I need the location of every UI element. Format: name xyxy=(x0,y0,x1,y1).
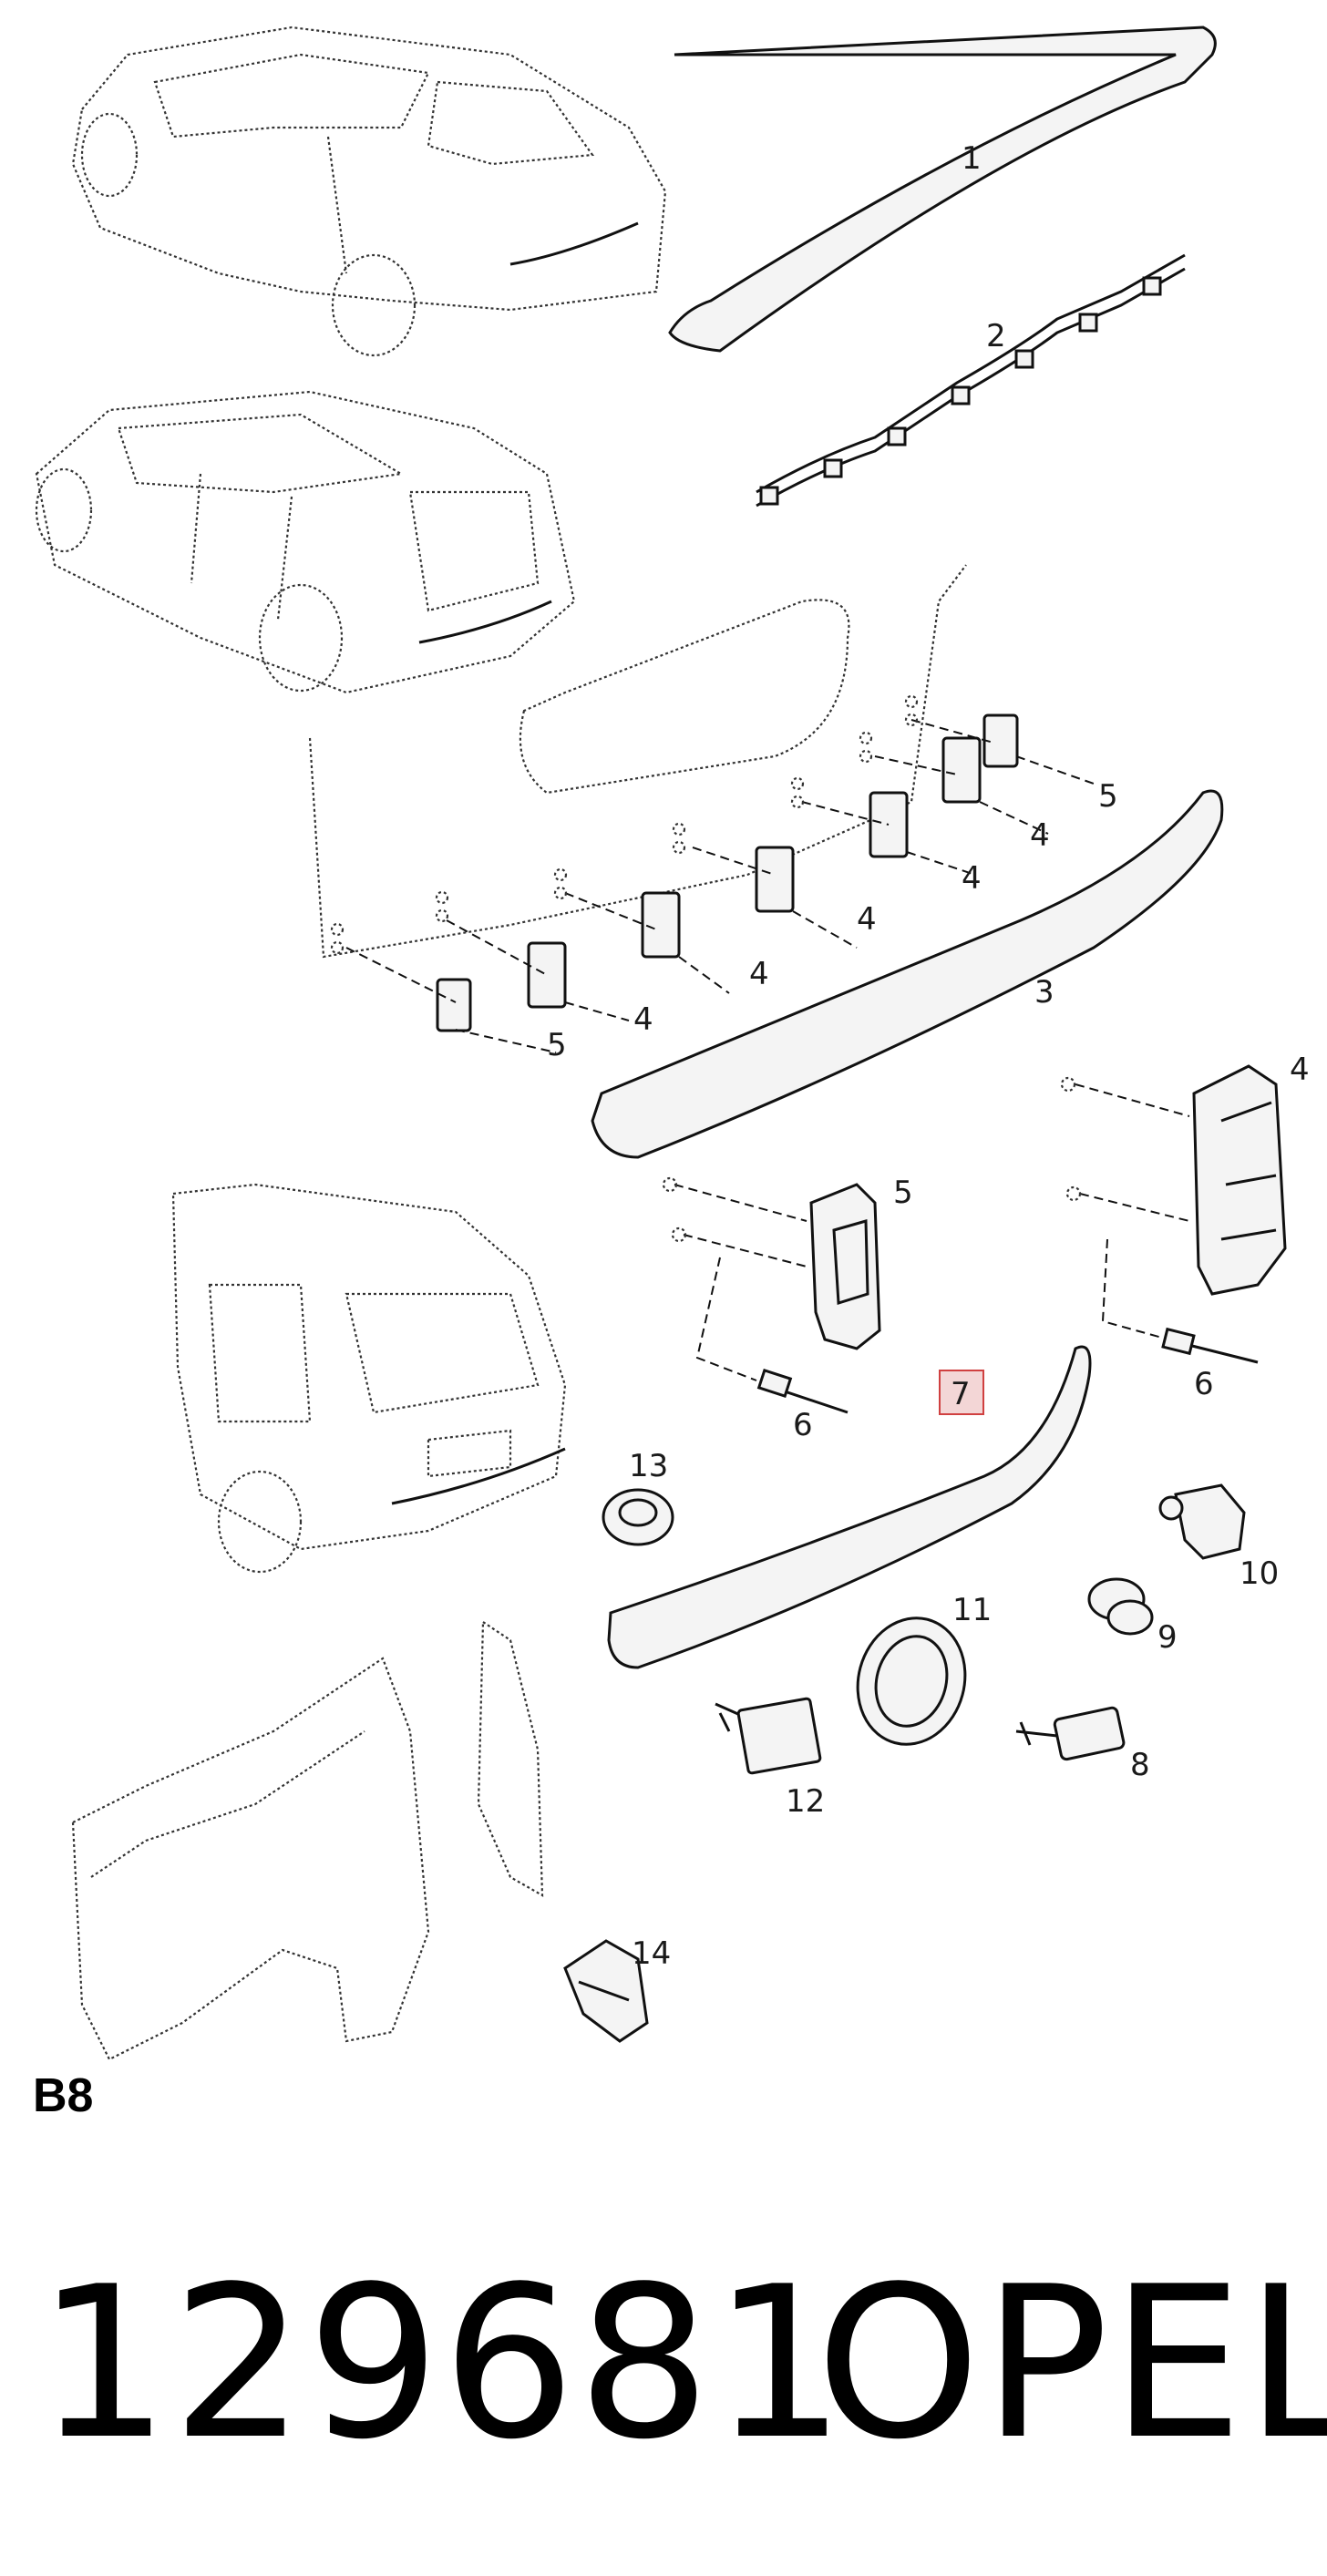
callout-7-highlight-box[interactable] xyxy=(939,1370,984,1415)
callout-labels: 1 2 5 4 4 4 3 4 4 5 4 5 6 6 7 13 10 9 11… xyxy=(547,140,1310,1972)
callout-9: 9 xyxy=(1157,1619,1178,1656)
leader-lines-clips xyxy=(330,694,1095,1053)
callout-2: 2 xyxy=(986,318,1006,354)
callout-12: 12 xyxy=(786,1783,825,1820)
callout-11: 11 xyxy=(952,1592,992,1628)
body-side-panel xyxy=(71,1619,544,2061)
car-view-hatchback xyxy=(71,26,667,357)
callout-8: 8 xyxy=(1130,1747,1150,1783)
part-4-clip-detail[interactable] xyxy=(1060,1064,1287,1296)
section-label: B8 xyxy=(33,2069,94,2122)
car-view-estate xyxy=(35,390,576,694)
callout-10: 10 xyxy=(1240,1555,1279,1592)
callout-6-b: 6 xyxy=(793,1407,813,1443)
callout-5-a: 5 xyxy=(1098,778,1118,815)
part-14-bracket[interactable] xyxy=(563,1939,649,2043)
callout-13: 13 xyxy=(629,1448,668,1484)
part-5-clip-detail[interactable] xyxy=(662,1176,881,1350)
callout-14: 14 xyxy=(632,1935,671,1972)
callout-5-c: 5 xyxy=(893,1175,913,1211)
callout-4-b: 4 xyxy=(962,860,982,897)
callout-5-b: 5 xyxy=(547,1027,567,1063)
callout-3: 3 xyxy=(1034,974,1054,1011)
brand-name: OPEL xyxy=(816,2242,1327,2486)
callout-6-a: 6 xyxy=(1194,1366,1214,1402)
car-view-mpv xyxy=(171,1183,567,1574)
callout-4-a: 4 xyxy=(1030,817,1050,854)
part-8-cap[interactable] xyxy=(1015,1706,1126,1761)
part-number: 129681 xyxy=(36,2242,848,2486)
part-2-wiring-harness[interactable] xyxy=(756,253,1186,508)
part-10-switch[interactable] xyxy=(1158,1483,1246,1560)
callout-4-e: 4 xyxy=(633,1001,653,1038)
callout-4-f: 4 xyxy=(1290,1052,1310,1088)
part-12-bracket[interactable] xyxy=(715,1697,822,1775)
part-9-grommet[interactable] xyxy=(1087,1577,1154,1636)
part-13-clip-nut[interactable] xyxy=(602,1488,674,1546)
part-6-pins[interactable] xyxy=(695,1238,1259,1414)
callout-1: 1 xyxy=(962,140,982,177)
callout-7: 7 xyxy=(951,1376,971,1412)
callout-4-c: 4 xyxy=(857,901,877,938)
part-11-seal-ring[interactable] xyxy=(844,1606,979,1756)
callout-4-d: 4 xyxy=(749,956,769,992)
tailgate-outline xyxy=(308,564,967,959)
part-3-tailgate-moulding[interactable] xyxy=(591,789,1224,1159)
part-1-upper-trim[interactable] xyxy=(668,26,1217,353)
part-7-lower-moulding[interactable] xyxy=(607,1345,1092,1669)
